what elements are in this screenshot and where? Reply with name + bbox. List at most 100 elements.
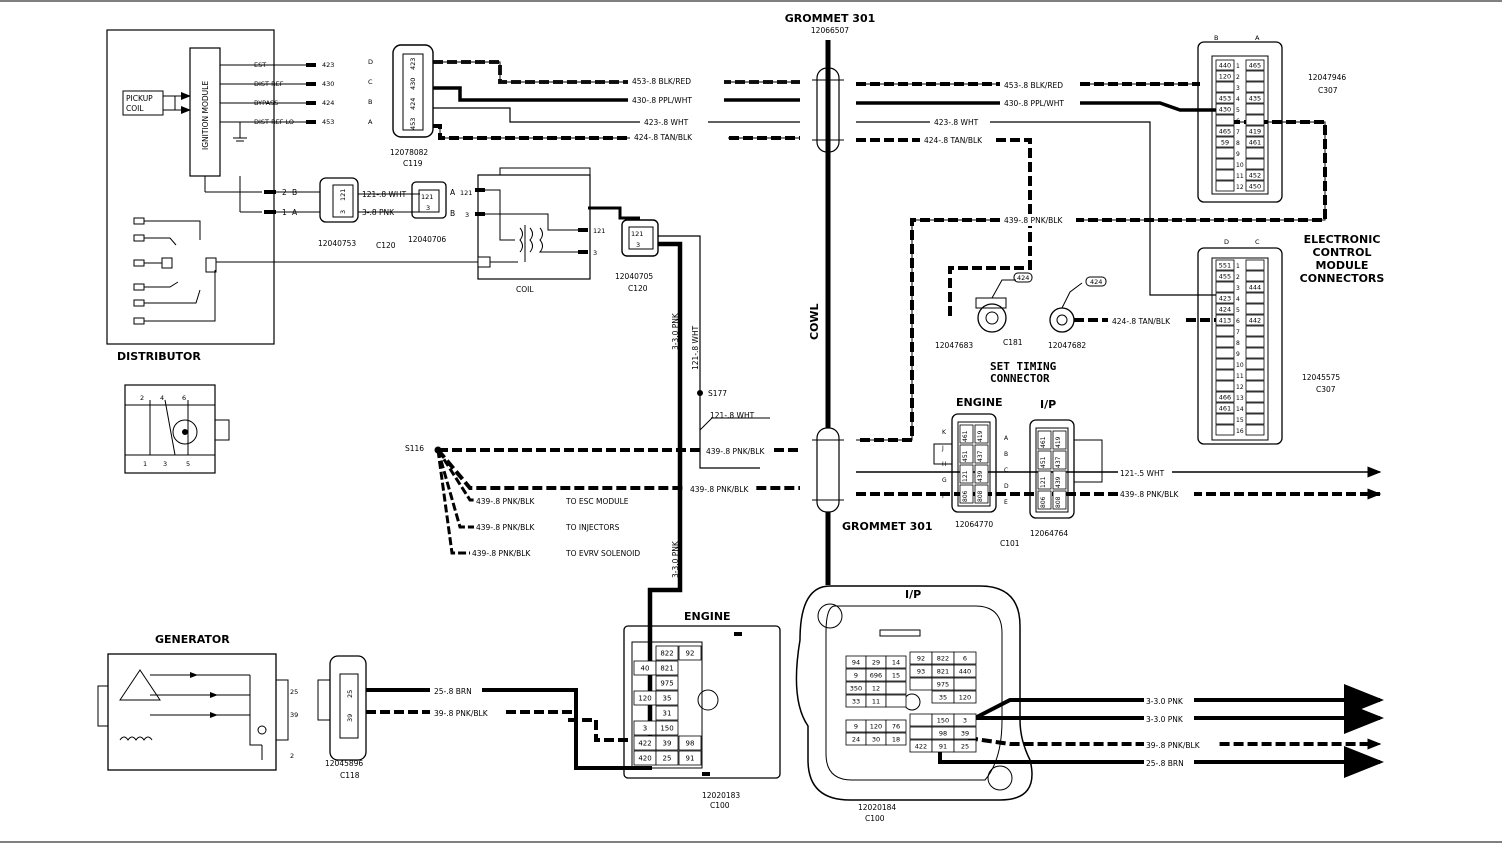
c307l-left-13: 466 — [1219, 394, 1231, 402]
c101e-left-0-cell — [959, 424, 974, 444]
c307u-left-7-cell — [1215, 125, 1235, 137]
wire-121-coil: 121-.8 WHT — [362, 190, 407, 199]
c100i-right-19-cell — [953, 739, 977, 753]
c101e-pin-C: C — [1004, 467, 1008, 474]
c100-engine-name: C100 — [710, 801, 730, 810]
c307l-left-8-cell — [1215, 336, 1235, 348]
coil-term-3-in: 3 — [465, 211, 469, 219]
coil-label: COIL — [516, 285, 534, 294]
c118-part: 12045896 — [325, 759, 363, 768]
c307u-right-12: 450 — [1249, 183, 1261, 191]
c307u-right-4: 435 — [1249, 95, 1261, 103]
c307l-row-13: 13 — [1236, 395, 1244, 402]
c101i-cav-806: 806 — [1040, 496, 1047, 508]
c101e-pin-G: G — [942, 477, 947, 484]
c100-ip: I/P 12020184 C100 — [795, 585, 1033, 823]
c307l-right-10-cell — [1245, 358, 1265, 370]
timing-title-2: CONNECTOR — [990, 372, 1050, 385]
c101e-pin-F: F — [942, 493, 946, 500]
c307u-right-12-cell — [1245, 180, 1265, 192]
signal-dist-ref: DIST REF — [254, 80, 284, 88]
ecm-c307-lower: D C 12045575 C307 — [1197, 238, 1340, 445]
c307u-row-5: 5 — [1236, 107, 1240, 114]
c307l-row-9: 9 — [1236, 351, 1240, 358]
c307l-right-6: 442 — [1249, 317, 1261, 325]
wire-439-injectors: 439-.8 PNK/BLK — [476, 523, 535, 532]
c307l-left-15-cell — [1215, 413, 1235, 425]
wire-439-c101: 439-.8 PNK/BLK — [1120, 490, 1179, 499]
c101i-cav-437: 437 — [1055, 456, 1062, 468]
c100-ip-part: 12020184 — [858, 803, 896, 812]
c307u-left-5-cell — [1215, 103, 1235, 115]
c101i-left-0-cell — [1037, 430, 1052, 450]
c307u-row-3: 3 — [1236, 85, 1240, 92]
c307u-right-11-cell — [1245, 169, 1265, 181]
c307l-left-3-cell — [1215, 281, 1235, 293]
dest-injectors: TO INJECTORS — [565, 523, 620, 532]
c100i-left-15: 24 — [852, 736, 860, 744]
c100e-cav-31-7-cell — [655, 705, 679, 721]
timing-circuit-a: 424 — [1017, 274, 1029, 282]
splice-s177-label: S177 — [708, 389, 727, 398]
wire-439-s116-b: 439-.8 PNK/BLK — [690, 485, 749, 494]
c307u-row-6: 6 — [1236, 118, 1240, 125]
c101e-right-2-cell — [974, 464, 989, 484]
c307l-row-8: 8 — [1236, 340, 1240, 347]
c118-name: C118 — [340, 771, 360, 780]
c100e-cav-39-11-cell — [655, 735, 679, 751]
c307u-right-1: 465 — [1249, 62, 1261, 70]
c100i-left-7: 12 — [872, 685, 880, 693]
c120-right-connector: 121 3 12040705 C120 — [588, 206, 659, 293]
wire-423-left: 423-.8 WHT — [644, 118, 689, 127]
c100i-right-0: 92 — [917, 655, 925, 663]
c100e-cav-35-6-cell — [655, 690, 679, 706]
coil-term-121-out: 121 — [593, 227, 605, 235]
wire-121-vertical: 121-.8 WHT — [691, 325, 700, 370]
coil-term-121-in: 121 — [460, 189, 472, 197]
c101i-right-2-cell — [1052, 470, 1067, 490]
c100i-right-4: 821 — [937, 668, 949, 676]
c307u-row-8: 8 — [1236, 140, 1240, 147]
c100i-right-2: 6 — [963, 655, 967, 663]
c120-right-part: 12040705 — [615, 272, 653, 281]
c100e-cav-98-12: 98 — [686, 740, 695, 748]
c100-engine-title: ENGINE — [684, 610, 731, 623]
wire-3-3-pnk-ip-a: 3-3.0 PNK — [1146, 697, 1184, 706]
c307l-left-4: 423 — [1219, 295, 1231, 303]
upper-harness — [433, 60, 800, 140]
c101-engine-title: ENGINE — [956, 396, 1003, 409]
c101i-left-2-cell — [1037, 470, 1052, 490]
c101e-left-3-cell — [959, 484, 974, 504]
c307l-right-14-cell — [1245, 402, 1265, 414]
c101i-left-3-cell — [1037, 490, 1052, 510]
c307l-left-5: 424 — [1219, 306, 1231, 314]
c100e-cav-91-15: 91 — [686, 755, 695, 763]
c119-cav-423: 423 — [409, 58, 417, 70]
c100e-cav-91-15-cell — [678, 750, 702, 766]
c307l-right-13-cell — [1245, 391, 1265, 403]
c101e-pin-K: K — [942, 429, 947, 436]
c100e-cav-3-8: 3 — [643, 725, 647, 733]
c307u-right-2-cell — [1245, 70, 1265, 82]
generator: GENERATOR 25 39 2 — [97, 633, 298, 771]
wire-424-left: 424-.8 TAN/BLK — [634, 133, 693, 142]
c100e-cav-422-10: 422 — [638, 740, 651, 748]
c101e-cav-121: 121 — [962, 470, 969, 482]
c307u-left-8: 59 — [1221, 139, 1229, 147]
c100i-right-8-cell — [953, 677, 977, 691]
c100i-left-13: 120 — [870, 723, 882, 731]
c100-engine-part: 12020183 — [702, 791, 740, 800]
c100i-left-5-cell — [885, 668, 907, 682]
c307l-left-2-cell — [1215, 270, 1235, 282]
c118-connector: 25 39 12045896 C118 — [317, 655, 367, 780]
c307u-row-2: 2 — [1236, 74, 1240, 81]
signal-est-circuit: 423 — [322, 61, 334, 69]
c119-cav-453: 453 — [409, 118, 417, 130]
c307l-row-2: 2 — [1236, 274, 1240, 281]
c101i-cav-461: 461 — [1040, 436, 1047, 448]
wire-25-brn-ip: 25-.8 BRN — [1146, 759, 1184, 768]
c101e-left-1-cell — [959, 444, 974, 464]
wire-423-right: 423-.8 WHT — [934, 118, 979, 127]
c100e-cav-25-14: 25 — [663, 755, 672, 763]
c120-left-cav-121: 121 — [339, 189, 347, 201]
